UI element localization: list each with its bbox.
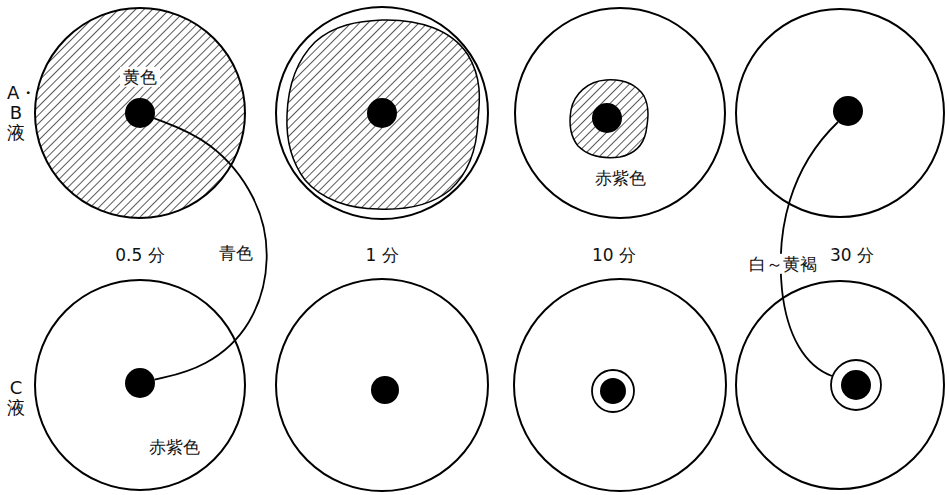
ring [592,370,634,412]
color-label: 赤紫色 [592,168,649,188]
dish-circle [276,7,488,219]
hatched-area [35,8,245,218]
dish-circle: 黄色 [34,7,246,219]
dish-circle [515,8,725,218]
time-label: 0.5 分 [112,245,167,265]
sample-dot [371,376,399,404]
sample-dot [125,368,155,398]
color-label: 白～黄褐 [746,254,820,274]
sample-dot [367,98,397,128]
dish-outline [34,7,246,219]
row-label: C液 [7,376,25,420]
dish-circle [276,279,488,491]
dish-circle [514,279,726,491]
hatched-area [287,20,480,209]
row-label: A・B液 [7,81,25,144]
dish-circle: 赤紫色 [34,279,246,491]
color-label: 黄色 [120,67,160,87]
time-label: 10 分 [589,245,639,265]
sample-dot [600,378,626,404]
dish-outline [34,279,246,491]
dish-circle [736,281,944,489]
connector-curve [154,118,267,379]
color-label: 赤紫色 [146,437,203,457]
dish-circle [35,280,245,490]
dish-circle [35,8,245,218]
dish-circle [736,9,944,217]
hatched-area [570,80,648,158]
sample-dot [125,98,155,128]
ring [831,360,881,410]
edge-label: 青色 [216,243,256,263]
sample-dot [841,370,871,400]
sample-dot [592,103,622,133]
time-label: 30 分 [827,245,877,265]
dish-circle: 赤紫色 [514,7,726,219]
time-label: 1 分 [362,245,401,265]
